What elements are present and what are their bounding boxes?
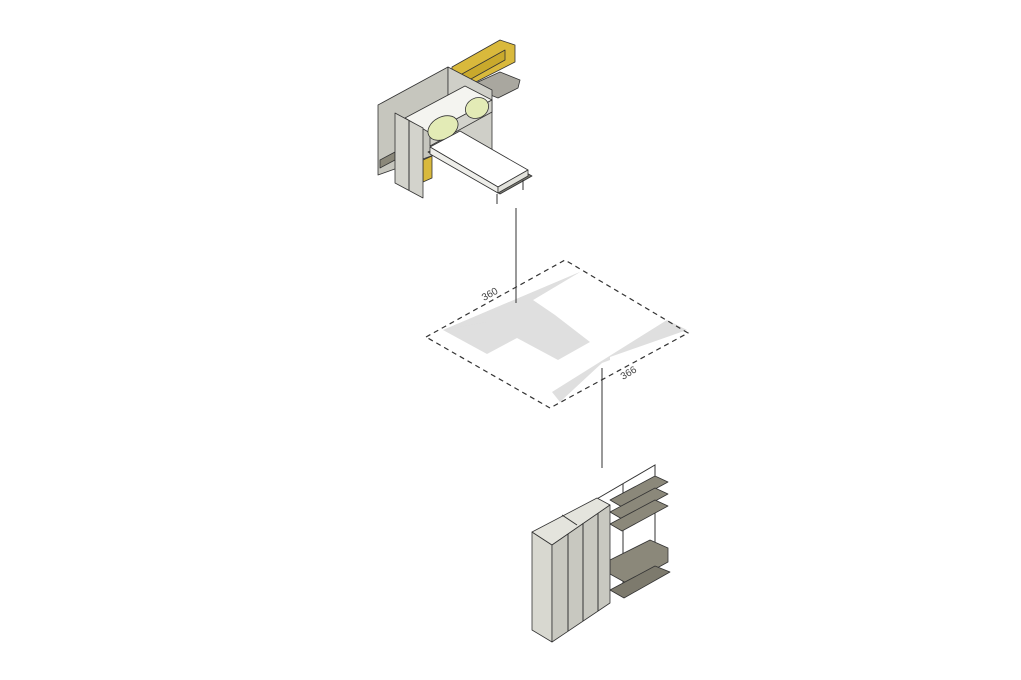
dimension-label-360: 360 <box>480 286 500 304</box>
dimension-label-366: 366 <box>619 364 639 382</box>
yellow-drawer <box>422 155 433 183</box>
cabinet-top-split <box>561 514 578 526</box>
wardrobe-side-doors <box>551 504 611 643</box>
floor-area-bed-zone-top <box>443 272 580 330</box>
wardrobe-front <box>531 531 553 643</box>
open-shelf <box>609 475 669 508</box>
floor-area-bed-zone <box>443 272 590 360</box>
headboard-cushion-right <box>465 97 489 119</box>
bottom-shelf <box>609 565 671 599</box>
wardrobe-shelving-illustration <box>531 464 671 643</box>
floor-outline-dashed <box>424 259 690 409</box>
bed-mattress-end <box>497 169 529 194</box>
bed-assembly-illustration <box>377 39 533 204</box>
shelf-frame <box>594 464 656 575</box>
open-shelf <box>609 499 669 532</box>
floor-area-wardrobe-zone <box>552 320 687 402</box>
open-shelf <box>609 487 669 520</box>
floor-plan: 360 366 <box>424 259 690 409</box>
